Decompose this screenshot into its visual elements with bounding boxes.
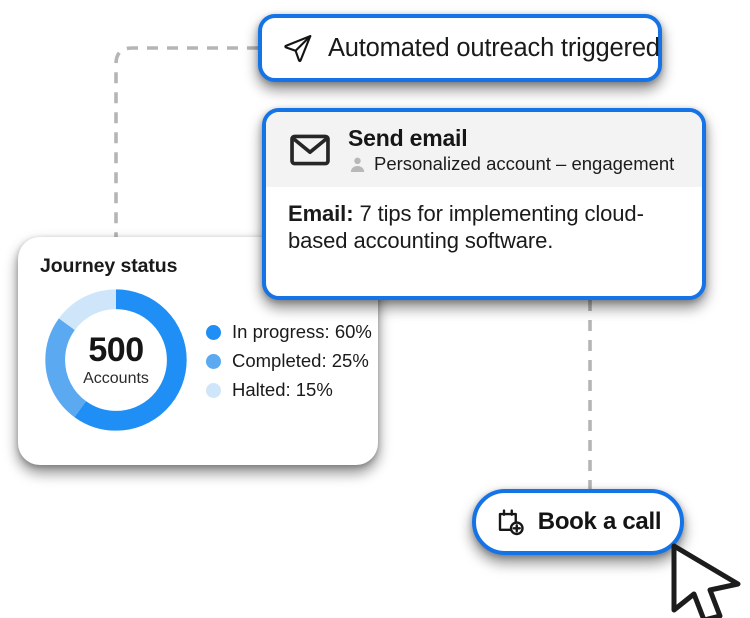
accounts-unit: Accounts xyxy=(83,370,149,387)
journey-status-card: Journey status 500 Accounts xyxy=(18,237,378,465)
legend-item-completed: Completed: 25% xyxy=(206,350,372,372)
email-header-text: Send email Personalized account – engage… xyxy=(348,126,674,175)
email-card-body: Email: 7 tips for implementing cloud-bas… xyxy=(266,187,702,255)
send-email-card[interactable]: Send email Personalized account – engage… xyxy=(262,108,706,300)
journey-card-body: 500 Accounts In progress: 60% Completed:… xyxy=(40,284,372,436)
automated-outreach-pill[interactable]: Automated outreach triggered xyxy=(258,14,662,82)
journey-legend: In progress: 60% Completed: 25% Halted: … xyxy=(206,319,372,401)
book-a-call-button[interactable]: Book a call xyxy=(472,489,684,555)
outreach-pill-label: Automated outreach triggered xyxy=(328,33,660,62)
envelope-icon xyxy=(290,134,330,166)
donut-segment-completed xyxy=(45,289,187,431)
accounts-count: 500 xyxy=(88,331,144,369)
legend-label-in-progress: In progress: 60% xyxy=(232,321,372,342)
legend-item-halted: Halted: 15% xyxy=(206,379,372,401)
donut-center-label: 500 Accounts xyxy=(40,284,192,436)
mouse-pointer-icon xyxy=(671,543,741,618)
donut-svg xyxy=(45,289,187,431)
email-card-title: Send email xyxy=(348,125,468,151)
legend-dot-halted xyxy=(206,382,221,398)
email-card-subtitle: Personalized account – engagement xyxy=(374,153,675,175)
legend-dot-in-progress xyxy=(206,324,221,340)
email-card-header: Send email Personalized account – engage… xyxy=(266,112,702,188)
legend-item-in-progress: In progress: 60% xyxy=(206,321,372,343)
legend-dot-completed xyxy=(206,353,221,369)
email-body-text: 7 tips for implementing cloud-based acco… xyxy=(288,201,644,253)
send-plane-icon xyxy=(284,35,312,63)
connector-outreach-to-journey xyxy=(114,46,258,252)
donut-segment-halted xyxy=(45,289,187,431)
legend-label-halted: Halted: 15% xyxy=(232,379,333,400)
journey-card-title: Journey status xyxy=(40,255,178,277)
email-card-subtitle-row: Personalized account – engagement xyxy=(348,153,674,175)
journey-donut-chart: 500 Accounts xyxy=(40,284,192,436)
legend-label-completed: Completed: 25% xyxy=(232,350,369,371)
email-body-prefix: Email: xyxy=(288,201,354,227)
calendar-plus-icon xyxy=(498,509,524,536)
book-a-call-label: Book a call xyxy=(537,508,662,535)
person-icon xyxy=(350,157,365,172)
